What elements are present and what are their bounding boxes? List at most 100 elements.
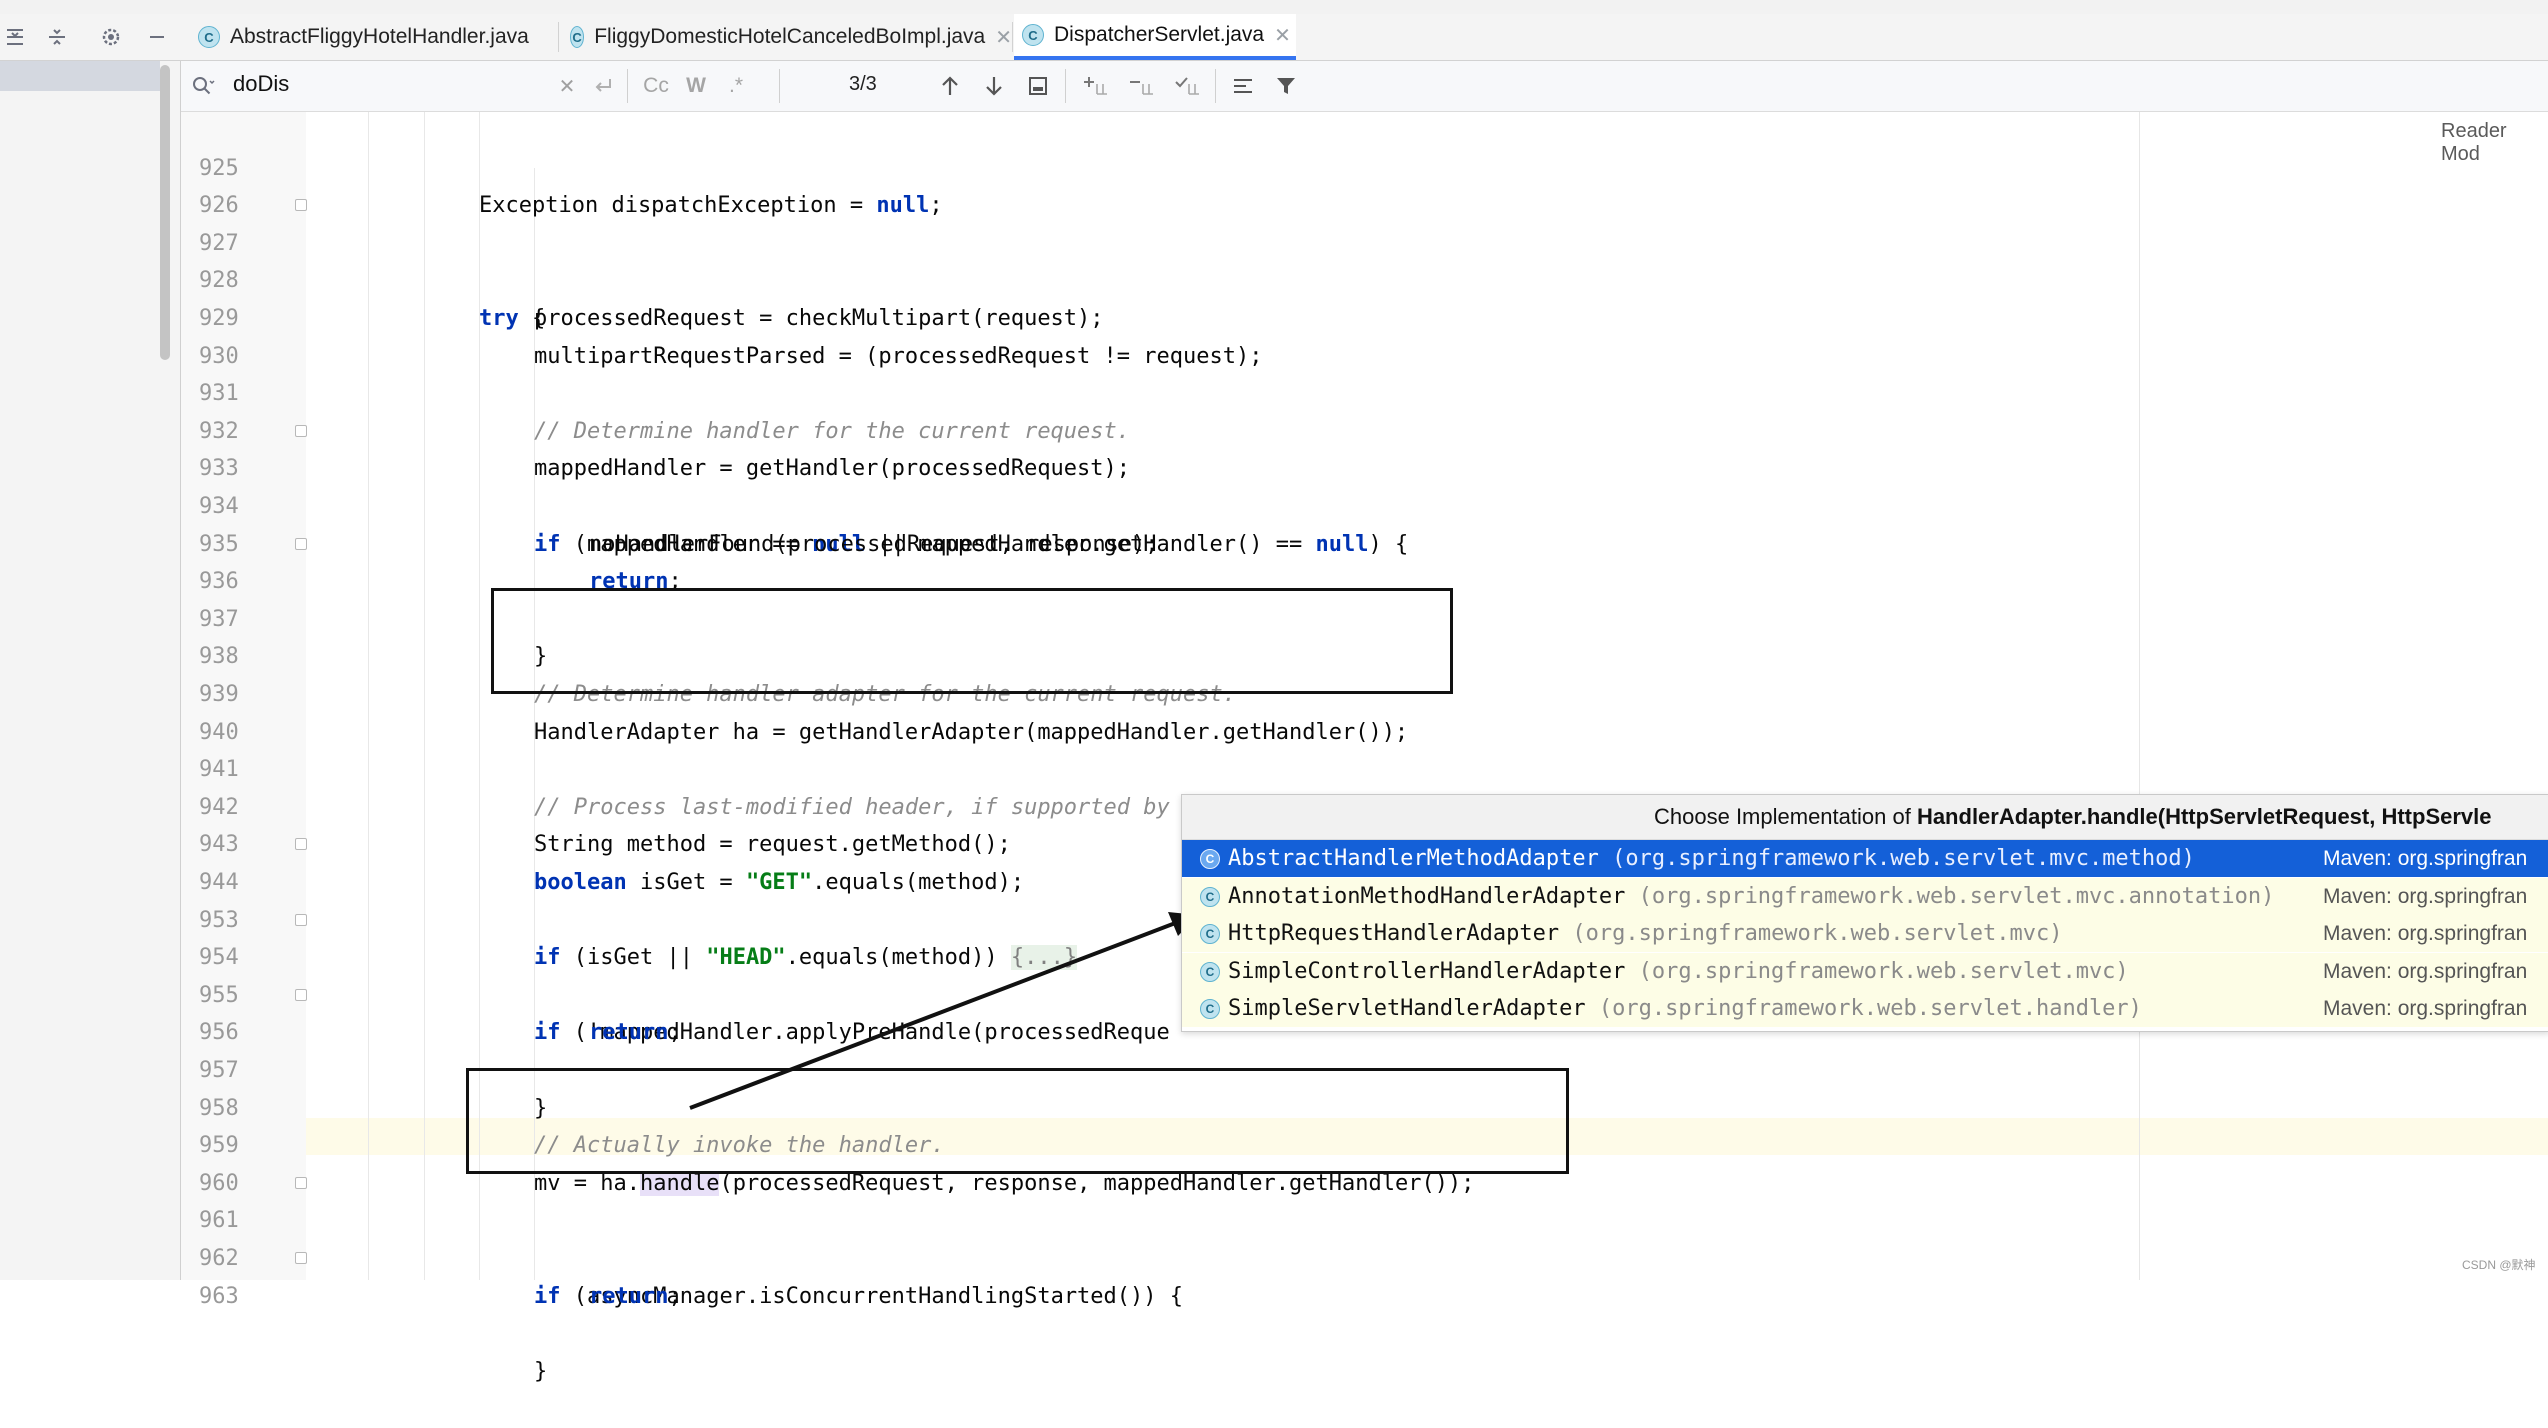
code-line[interactable]: 928 processedRequest = checkMultipart(re… [181, 225, 2548, 331]
fold-marker[interactable] [295, 1176, 307, 1189]
find-bar-divider [1065, 69, 1066, 103]
new-line-icon[interactable] [589, 73, 617, 99]
implementation-source: Maven: org.springfran [2323, 847, 2528, 870]
tab-label: AbstractFliggyHotelHandler.java [230, 25, 529, 48]
choose-implementation-popup[interactable]: Choose Implementation of HandlerAdapter.… [1181, 794, 2548, 1032]
filter-results-icon[interactable] [1227, 71, 1259, 101]
code-line[interactable]: 942 String method = request.getMethod(); [181, 751, 2548, 858]
regex-toggle[interactable]: .* [728, 74, 743, 97]
code-line[interactable]: 957 [181, 1014, 2548, 1083]
find-bar-divider [779, 69, 780, 103]
implementation-package: (org.springframework.web.servlet.mvc.met… [1598, 846, 2195, 871]
code-line[interactable]: 927 try { [181, 187, 2548, 331]
fold-marker[interactable] [295, 988, 307, 1001]
funnel-icon[interactable] [1271, 71, 1301, 101]
implementation-item[interactable]: C SimpleServletHandlerAdapter (org.sprin… [1182, 990, 2548, 1027]
code-line[interactable]: 926 [181, 150, 2548, 218]
words-toggle[interactable]: W [686, 74, 706, 97]
code-text: ; [929, 193, 943, 219]
code-line[interactable]: 939 HandlerAdapter ha = getHandlerAdapte… [181, 638, 2548, 745]
gear-icon[interactable] [96, 22, 126, 52]
code-text: mappedHandler = getHandler(processedRequ… [534, 456, 1131, 482]
code-line[interactable]: 937 [181, 563, 2548, 632]
code-text: } [534, 1358, 548, 1384]
indent-guide [368, 112, 369, 1280]
code-line[interactable]: 944 if (isGet || "HEAD".equals(method)) … [181, 826, 2548, 971]
tab-fliggy-domestic-hotel-canceled-bo-impl[interactable]: C FliggyDomesticHotelCanceledBoImpl.java… [562, 14, 1012, 60]
implementation-name: SimpleControllerHandlerAdapter [1228, 958, 1626, 984]
code-line[interactable]: 930 [181, 300, 2548, 369]
tab-label: FliggyDomesticHotelCanceledBoImpl.java [594, 25, 986, 48]
keyword: null [876, 193, 930, 219]
class-icon: C [1022, 24, 1044, 46]
expand-all-icon[interactable] [0, 22, 30, 52]
reader-mode-toggle[interactable]: Reader Mod [2441, 120, 2507, 165]
code-line[interactable]: 936 } [181, 526, 2548, 669]
code-text: || mappedHandler.getHandler() == [865, 531, 1316, 557]
close-icon[interactable]: ✕ [995, 26, 1012, 49]
code-line[interactable]: 953 [181, 864, 2548, 933]
search-icon[interactable] [189, 73, 219, 99]
fold-marker[interactable] [295, 913, 307, 926]
project-panel-scrollbar[interactable] [160, 65, 170, 360]
code-line[interactable]: 925 Exception dispatchException = null; [181, 112, 2548, 219]
fold-marker[interactable] [295, 199, 307, 212]
select-all-occurrences-icon[interactable] [1023, 71, 1053, 101]
close-icon[interactable]: ✕ [1274, 24, 1291, 47]
add-selection-icon[interactable] [1079, 71, 1113, 101]
project-panel-selection[interactable] [0, 61, 160, 91]
search-input[interactable]: doDis [233, 71, 290, 96]
match-case-toggle[interactable]: Cc [643, 74, 669, 97]
code-line[interactable]: 929 multipartRequestParsed = (processedR… [181, 262, 2548, 369]
line-number: 932 [199, 418, 239, 444]
code-line[interactable]: 960 [181, 1127, 2548, 1196]
implementation-item[interactable]: C AbstractHandlerMethodAdapter (org.spri… [1182, 840, 2548, 877]
fold-marker[interactable] [295, 537, 307, 550]
code-line[interactable]: 934 noHandlerFound(processedRequest, res… [181, 450, 2548, 557]
code-line[interactable]: 954 if (!mappedHandler.applyPreHandle(pr… [181, 902, 2548, 1045]
class-icon: C [1200, 961, 1220, 982]
code-editor[interactable]: Reader Mod 925 Exception dispatchExcepti… [181, 112, 2548, 1384]
code-text: .equals(method)) [785, 945, 1011, 971]
fold-marker[interactable] [295, 424, 307, 437]
clear-search-icon[interactable]: ✕ [558, 75, 576, 98]
previous-occurrence-icon[interactable] [935, 71, 965, 101]
select-all-checkbox-icon[interactable] [1171, 71, 1205, 101]
code-line[interactable]: 940 [181, 676, 2548, 745]
annotation-arrow [689, 912, 1198, 1110]
line-number-gutter[interactable] [181, 112, 306, 1280]
class-icon: C [1200, 999, 1220, 1019]
code-line[interactable]: 933 if (mappedHandler == null || mappedH… [181, 413, 2548, 557]
next-occurrence-icon[interactable] [979, 71, 1009, 101]
code-line[interactable]: 958 // Actually invoke the handler. [181, 1052, 2548, 1159]
code-line[interactable]: 956 } [181, 977, 2548, 1121]
code-line[interactable]: 955 return; [181, 939, 2548, 1046]
code-line[interactable]: 943 boolean isGet = "GET".equals(method)… [181, 789, 2548, 895]
tab-dispatcher-servlet[interactable]: C DispatcherServlet.java ✕ [1014, 14, 1296, 60]
implementation-item[interactable]: C SimpleControllerHandlerAdapter (org.sp… [1182, 952, 2548, 990]
fold-marker[interactable] [295, 838, 307, 851]
code-text: (isGet || [560, 945, 707, 971]
highlighted-method-name[interactable]: handle [639, 1170, 720, 1196]
line-number: 933 [199, 456, 239, 482]
class-icon: C [198, 26, 220, 48]
code-line[interactable]: 932 mappedHandler = getHandler(processed… [181, 375, 2548, 482]
minimize-icon[interactable] [142, 22, 172, 52]
remove-selection-icon[interactable] [1125, 71, 1159, 101]
popup-title: Choose Implementation of HandlerAdapter.… [1182, 795, 2548, 840]
implementation-item[interactable]: C AnnotationMethodHandlerAdapter (org.sp… [1182, 877, 2548, 915]
keyword: if [534, 1020, 561, 1046]
line-number: 930 [199, 343, 239, 369]
fold-marker[interactable] [295, 1252, 307, 1264]
right-margin-guide [2139, 112, 2140, 1280]
code-line[interactable]: 931 // Determine handler for the current… [181, 338, 2548, 444]
collapse-all-icon[interactable] [42, 22, 72, 52]
class-icon: C [1200, 924, 1220, 944]
tab-abstract-fliggy-hotel-handler[interactable]: C AbstractFliggyHotelHandler.java [190, 14, 556, 60]
annotation-box-handle-call [466, 1068, 1569, 1174]
implementation-item[interactable]: C HttpRequestHandlerAdapter (org.springf… [1182, 915, 2548, 952]
code-line[interactable]: 959 mv = ha.handle(processedRequest, res… [181, 1090, 2548, 1196]
code-line[interactable]: 938 // Determine handler adapter for the… [181, 601, 2548, 707]
line-number: 963 [199, 1283, 239, 1309]
panel-divider[interactable] [180, 61, 181, 1280]
